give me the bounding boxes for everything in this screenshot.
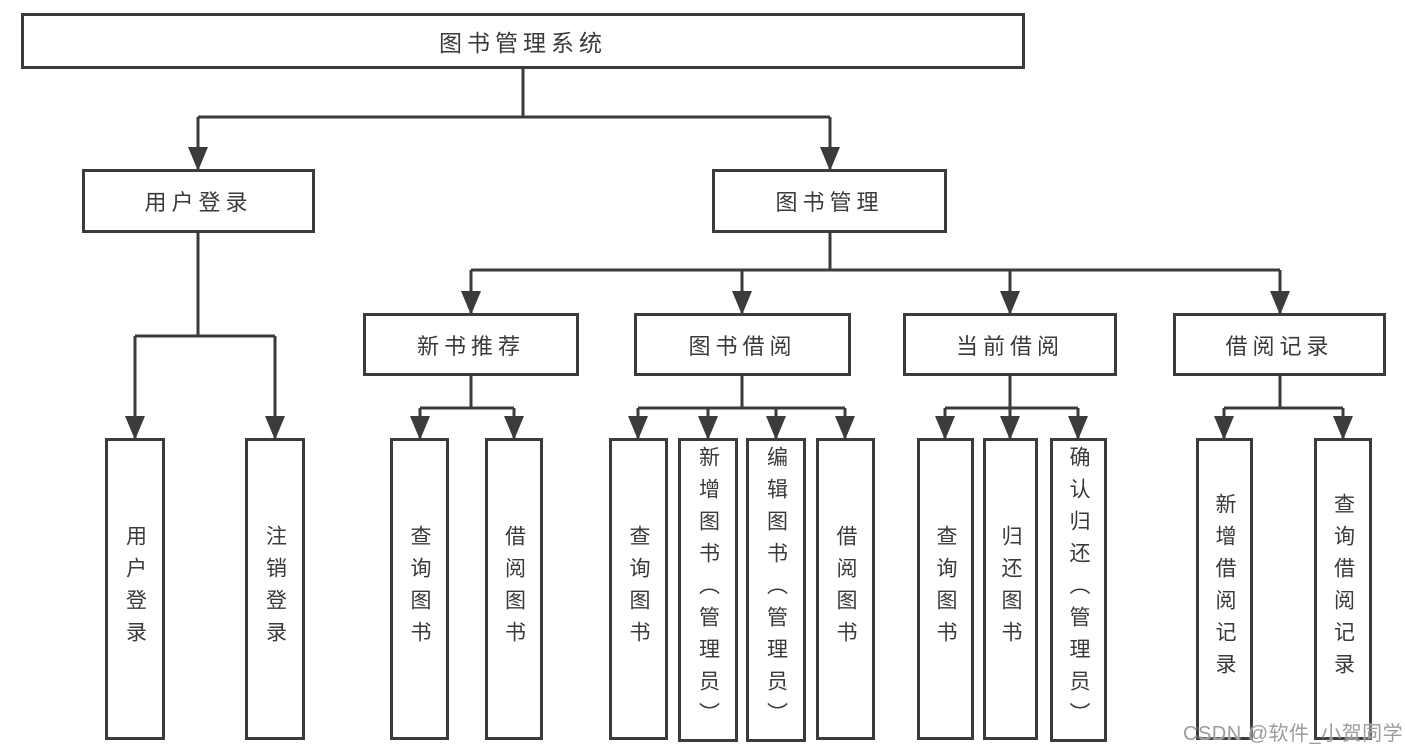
leaf-logout: 注销登录 [245, 438, 305, 740]
leaf-query-current-borrow: 查询图书 [917, 438, 974, 740]
leaf-borrow-book-recommend: 借阅图书 [485, 438, 543, 740]
node-book-borrowing: 图书借阅 [634, 313, 851, 376]
leaf-return-book: 归还图书 [983, 438, 1038, 740]
leaf-query-book-recommend: 查询图书 [390, 438, 449, 740]
node-root-label: 图书管理系统 [439, 30, 607, 56]
node-new-book-recommend: 新书推荐 [363, 313, 579, 376]
node-borrowing-records-label: 借阅记录 [1225, 333, 1334, 359]
node-root: 图书管理系统 [21, 13, 1025, 69]
node-user-login: 用户登录 [82, 169, 315, 233]
leaf-confirm-return-admin: 确认归还（管理员） [1050, 438, 1107, 742]
leaf-query-borrow-record: 查询借阅记录 [1314, 438, 1372, 740]
csdn-watermark: CSDN @软件_小贺同学 [1183, 723, 1404, 745]
node-book-management-label: 图书管理 [775, 190, 884, 215]
node-new-book-recommend-label: 新书推荐 [416, 333, 525, 359]
leaf-query-book: 查询图书 [609, 438, 668, 740]
leaf-add-borrow-record: 新增借阅记录 [1196, 438, 1253, 740]
leaf-add-book-admin: 新增图书（管理员） [678, 438, 738, 742]
node-current-borrowing: 当前借阅 [903, 313, 1117, 376]
leaf-user-login: 用户登录 [105, 438, 165, 740]
node-current-borrowing-label: 当前借阅 [955, 333, 1064, 359]
node-borrowing-records: 借阅记录 [1173, 313, 1386, 376]
leaf-edit-book-admin: 编辑图书（管理员） [746, 438, 806, 742]
node-book-management: 图书管理 [712, 169, 947, 233]
node-user-login-label: 用户登录 [144, 190, 253, 215]
leaf-borrow-book: 借阅图书 [816, 438, 875, 740]
node-book-borrowing-label: 图书借阅 [688, 333, 797, 359]
